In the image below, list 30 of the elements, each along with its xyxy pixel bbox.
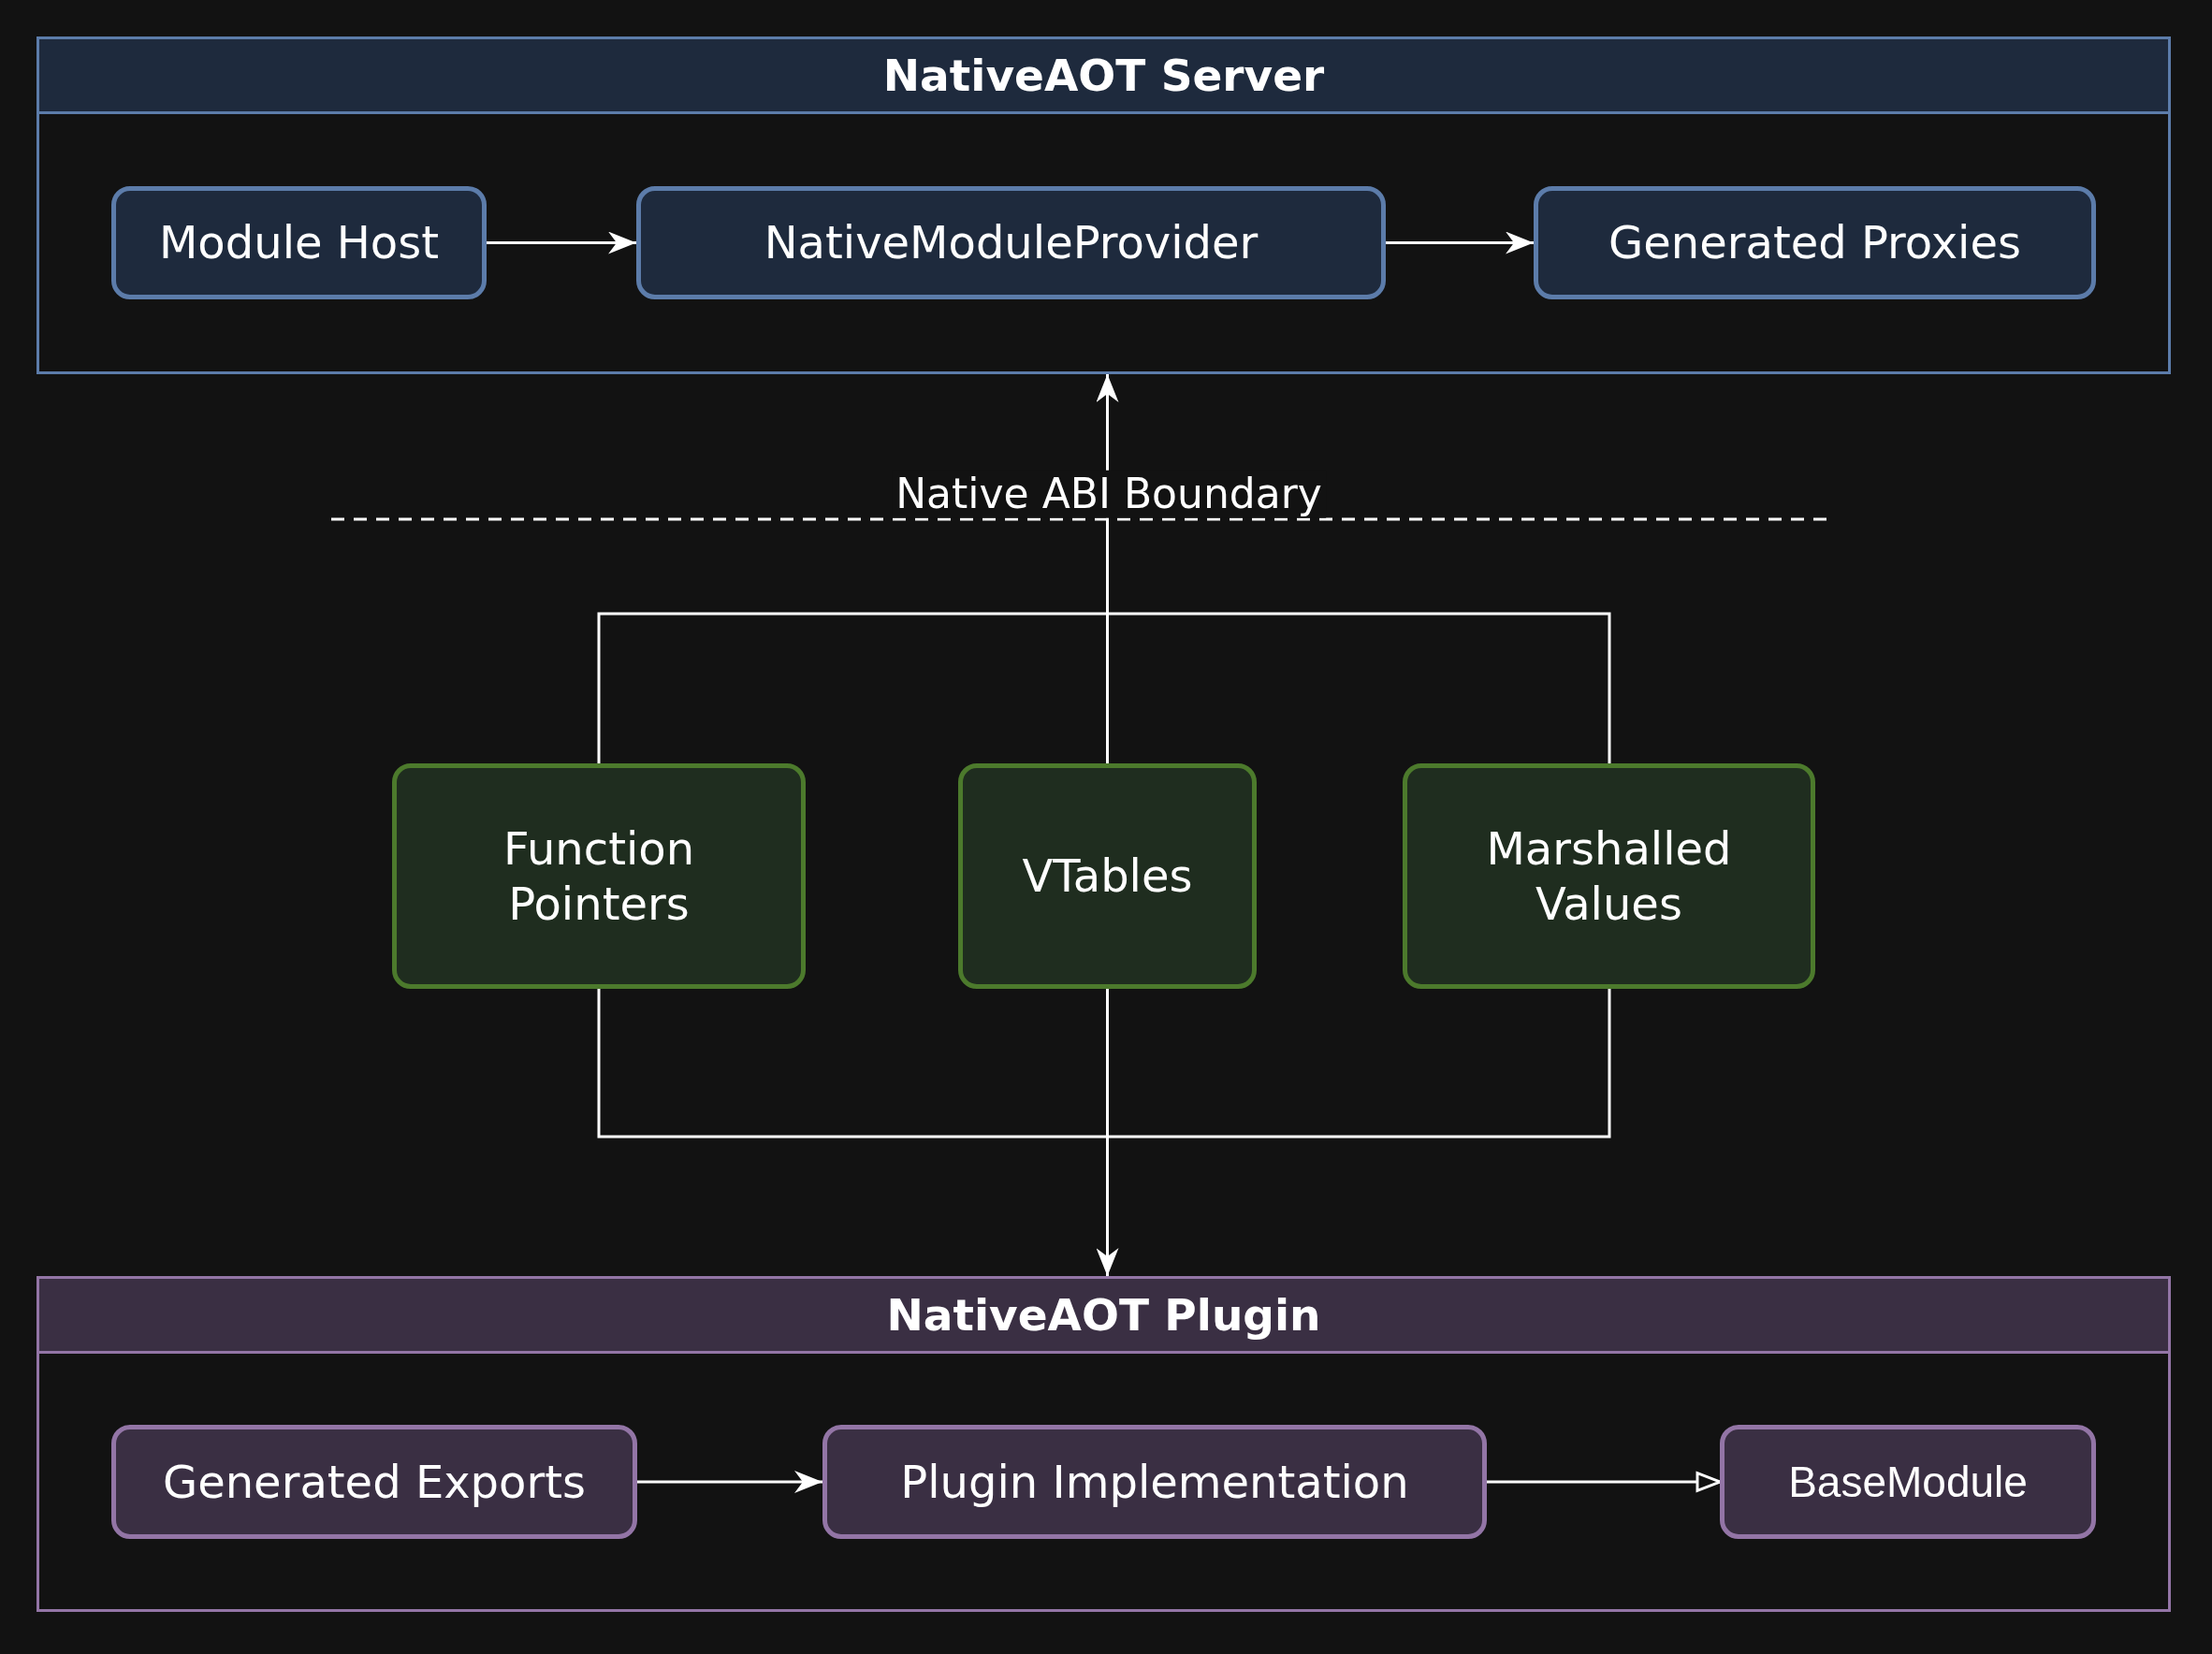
node-label: Module Host (158, 215, 440, 270)
process-box (111, 186, 487, 299)
group-title: NativeAOT Plugin (886, 1287, 1321, 1342)
node-label: Generated Proxies (1608, 215, 2021, 270)
process-box (1403, 763, 1815, 989)
node-label: Function Pointers (502, 820, 696, 932)
connector-line (597, 989, 1611, 1139)
edge-label: Native ABI Boundary (892, 470, 1326, 518)
arrow (1386, 231, 1534, 254)
process-box (958, 763, 1257, 989)
process-box (1720, 1425, 2096, 1539)
arrow (1096, 989, 1119, 1276)
process-box (1534, 186, 2096, 299)
arrow (1487, 1472, 1722, 1492)
group-container (36, 36, 2171, 374)
arrow (487, 231, 636, 254)
process-box (636, 186, 1386, 299)
node-label: Generated Exports (162, 1454, 586, 1510)
node-label: VTables (1022, 849, 1193, 904)
node-label: NativeModuleProvider (764, 215, 1259, 270)
group-container (36, 1276, 2171, 1612)
process-box (392, 763, 806, 989)
process-box (111, 1425, 637, 1539)
group-title: NativeAOT Server (882, 48, 1325, 103)
node-label: BaseModule (1788, 1456, 2028, 1508)
connector-line (597, 612, 1611, 763)
node-label: Plugin Implementation (900, 1454, 1409, 1510)
node-label: Marshalled Values (1485, 820, 1733, 932)
arrow (637, 1471, 822, 1493)
process-box (822, 1425, 1487, 1539)
